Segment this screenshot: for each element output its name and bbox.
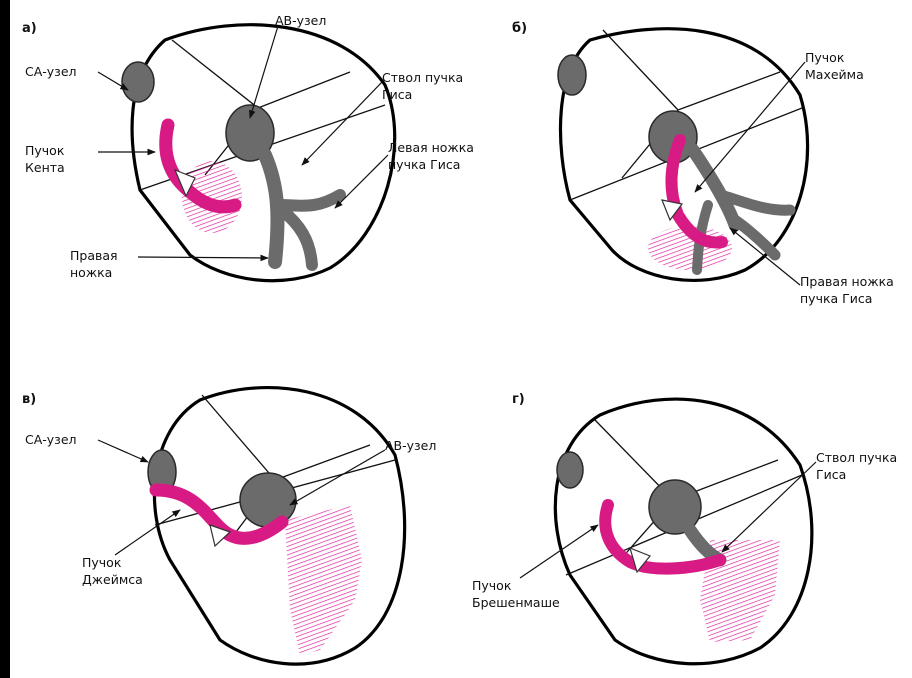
label-trunk-d-2: Гиса: [816, 467, 846, 482]
sa-node-b: [558, 55, 586, 95]
label-kent-a-1: Пучок: [25, 143, 65, 158]
label-left-branch-a-1: Левая ножка: [388, 140, 474, 155]
panel-b-letter: б): [512, 21, 527, 36]
label-sa-node-c: СА-узел: [25, 432, 77, 447]
label-av-node-c: АВ-узел: [385, 438, 436, 453]
figure-canvas: а) СА-узел АВ-узел Пучок Кента Ствол пуч…: [10, 0, 912, 678]
label-left-branch-a-2: пучка Гиса: [388, 157, 460, 172]
label-right-branch-a-1: Правая: [70, 248, 118, 263]
sa-node-a: [122, 62, 154, 102]
panel-c-letter: в): [22, 392, 36, 407]
label-james-c-2: Джеймса: [82, 572, 143, 587]
label-his-trunk-a-1: Ствол пучка: [382, 70, 463, 85]
label-his-trunk-a-2: Гиса: [382, 87, 412, 102]
label-right-branch-a-2: ножка: [70, 265, 112, 280]
label-sa-node-a: СА-узел: [25, 64, 77, 79]
arrow-sa-c: [98, 440, 148, 462]
label-mahaim-b-2: Махейма: [805, 67, 864, 82]
label-av-node-a: АВ-узел: [275, 13, 326, 28]
label-bresch-d-2: Брешенмаше: [472, 595, 560, 610]
heart-diagrams: а) СА-узел АВ-узел Пучок Кента Ствол пуч…: [10, 0, 912, 678]
label-right-branch-b-2: пучка Гиса: [800, 291, 872, 306]
sa-node-d: [557, 452, 583, 488]
label-kent-a-2: Кента: [25, 160, 65, 175]
panel-c: в) СА-узел АВ-узел Пучок Джеймса: [22, 388, 436, 664]
label-trunk-d-1: Ствол пучка: [816, 450, 897, 465]
label-right-branch-b-1: Правая ножка: [800, 274, 894, 289]
panel-a-letter: а): [22, 21, 37, 36]
panel-d-letter: г): [512, 392, 525, 407]
panel-b: б) Пучок Махейма Правая ножка пучка Гиса: [512, 21, 894, 306]
panel-d: г) Ствол пучка Гиса Пучок Брешенмаше: [472, 392, 897, 664]
label-james-c-1: Пучок: [82, 555, 122, 570]
label-mahaim-b-1: Пучок: [805, 50, 845, 65]
label-bresch-d-1: Пучок: [472, 578, 512, 593]
panel-a: а) СА-узел АВ-узел Пучок Кента Ствол пуч…: [22, 13, 474, 281]
